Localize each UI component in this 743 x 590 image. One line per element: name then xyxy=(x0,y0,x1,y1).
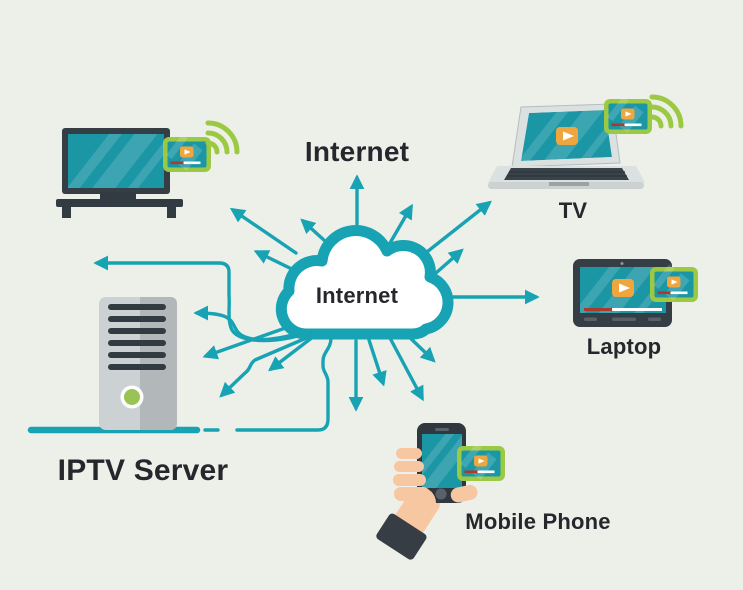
connection-arrows xyxy=(27,174,540,434)
internet-cloud xyxy=(275,225,454,340)
television-icon xyxy=(56,128,183,218)
phone-node-label: Mobile Phone xyxy=(465,509,611,534)
arrow xyxy=(416,200,492,261)
arrow xyxy=(193,305,302,342)
arrow xyxy=(388,203,413,245)
smartphone-hand-icon xyxy=(376,423,478,560)
tablet-node xyxy=(573,227,704,327)
connector-line xyxy=(235,336,333,432)
cloud-icon xyxy=(275,225,454,340)
server-node-label: IPTV Server xyxy=(57,454,229,487)
arrow xyxy=(388,336,424,402)
cloud-label: Internet xyxy=(315,283,399,308)
wifi-icon xyxy=(205,120,240,155)
tablet-node-label: Laptop xyxy=(586,334,662,359)
server-tower-icon xyxy=(99,297,177,430)
internet-top-label: Internet xyxy=(304,136,410,167)
laptop-icon xyxy=(488,103,645,189)
arrow xyxy=(367,338,387,387)
phone-node xyxy=(376,423,512,560)
arrow xyxy=(219,331,320,398)
laptop-node xyxy=(488,75,684,189)
laptop-node-label: TV xyxy=(558,198,588,223)
arrow xyxy=(229,207,298,255)
tv-node xyxy=(56,100,240,218)
server-node xyxy=(99,297,177,430)
wifi-icon xyxy=(649,94,684,129)
arrow xyxy=(300,218,327,243)
